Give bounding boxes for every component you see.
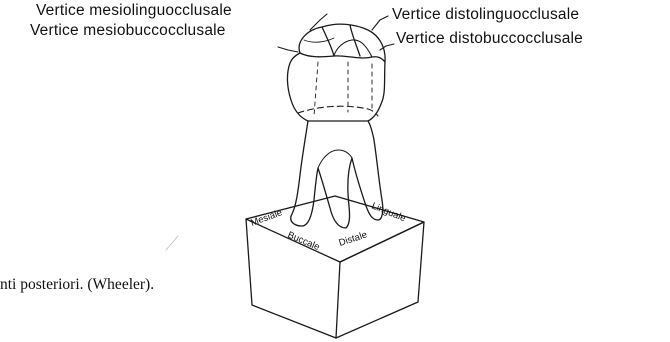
cusp-groove-4	[304, 38, 334, 42]
block-face-labels: Mesiale Buccale Distale Linguale	[249, 201, 407, 253]
face-label-distale: Distale	[338, 229, 369, 248]
label-vertice-distobuccocclusale: Vertice distobuccocclusale	[396, 30, 583, 48]
leader-lines	[278, 14, 394, 52]
root-outline	[291, 121, 383, 228]
cusp-groove-3	[334, 40, 372, 57]
label-vertice-mesiolinguocclusale: Vertice mesiolinguocclusale	[36, 2, 232, 20]
cej-line	[298, 106, 378, 116]
leader-mesiobucco	[278, 47, 298, 52]
label-vertice-mesiobuccocclusale: Vertice mesiobuccocclusale	[30, 22, 226, 40]
tooth	[287, 24, 385, 228]
face-label-buccale: Buccale	[286, 230, 321, 253]
occlusal-ridge	[300, 53, 385, 62]
leader-distolinguo	[372, 16, 388, 30]
block-top-face	[246, 196, 424, 262]
face-label-mesiale: Mesiale	[249, 207, 284, 229]
scan-mark	[166, 236, 178, 250]
crown-outline	[287, 24, 385, 121]
label-vertice-distolinguocclusale: Vertice distolinguocclusale	[392, 6, 579, 24]
face-label-linguale: Linguale	[370, 201, 407, 225]
figure-caption: nti posteriori. (Wheeler).	[0, 276, 154, 294]
root-furcation-line	[318, 150, 352, 168]
